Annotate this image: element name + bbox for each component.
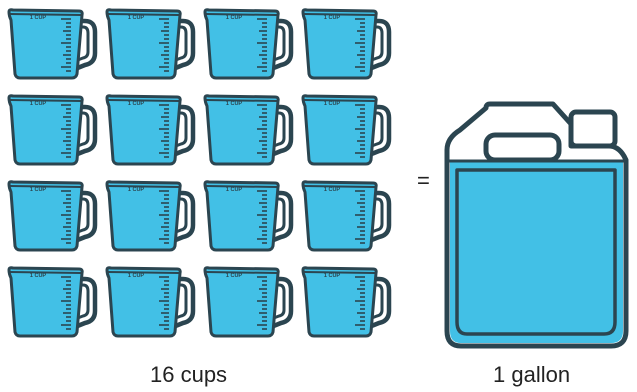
equals-sign: = bbox=[417, 170, 430, 192]
cup-label: 1 CUP bbox=[128, 187, 145, 193]
measuring-cup-icon: 1 CUP bbox=[107, 10, 193, 78]
cups-grid: 1 CUP 1 CUP 1 CUP 1 CUP 1 CUP 1 CUP 1 CUP 1 CUP… bbox=[9, 10, 389, 336]
measuring-cup-icon: 1 CUP bbox=[303, 10, 389, 78]
cup-label: 1 CUP bbox=[30, 15, 47, 21]
measuring-cup-icon: 1 CUP bbox=[205, 268, 291, 336]
cup-label: 1 CUP bbox=[324, 187, 341, 193]
measuring-cup-icon: 1 CUP bbox=[107, 268, 193, 336]
gallon-caption: 1 gallon bbox=[493, 364, 570, 386]
measuring-cup-icon: 1 CUP bbox=[205, 96, 291, 164]
cup-label: 1 CUP bbox=[128, 273, 145, 279]
cup-label: 1 CUP bbox=[226, 273, 243, 279]
cup-label: 1 CUP bbox=[226, 15, 243, 21]
measuring-cup-icon: 1 CUP bbox=[303, 268, 389, 336]
cup-label: 1 CUP bbox=[30, 273, 47, 279]
gallon-jug-icon bbox=[447, 104, 626, 346]
cup-label: 1 CUP bbox=[30, 187, 47, 193]
cup-label: 1 CUP bbox=[324, 15, 341, 21]
cup-label: 1 CUP bbox=[30, 101, 47, 107]
cup-label: 1 CUP bbox=[226, 101, 243, 107]
cup-label: 1 CUP bbox=[128, 15, 145, 21]
measuring-cup-icon: 1 CUP bbox=[107, 96, 193, 164]
cup-label: 1 CUP bbox=[324, 273, 341, 279]
cup-label: 1 CUP bbox=[128, 101, 145, 107]
measuring-cup-icon: 1 CUP bbox=[9, 96, 95, 164]
measuring-cup-icon: 1 CUP bbox=[205, 10, 291, 78]
measuring-cup-icon: 1 CUP bbox=[9, 268, 95, 336]
measuring-cup-icon: 1 CUP bbox=[9, 182, 95, 250]
cup-label: 1 CUP bbox=[226, 187, 243, 193]
measuring-cup-icon: 1 CUP bbox=[107, 182, 193, 250]
measuring-cup-icon: 1 CUP bbox=[9, 10, 95, 78]
measuring-cup-icon: 1 CUP bbox=[205, 182, 291, 250]
cup-label: 1 CUP bbox=[324, 101, 341, 107]
measuring-cup-icon: 1 CUP bbox=[303, 182, 389, 250]
cups-caption: 16 cups bbox=[150, 364, 227, 386]
measuring-cup-icon: 1 CUP bbox=[303, 96, 389, 164]
